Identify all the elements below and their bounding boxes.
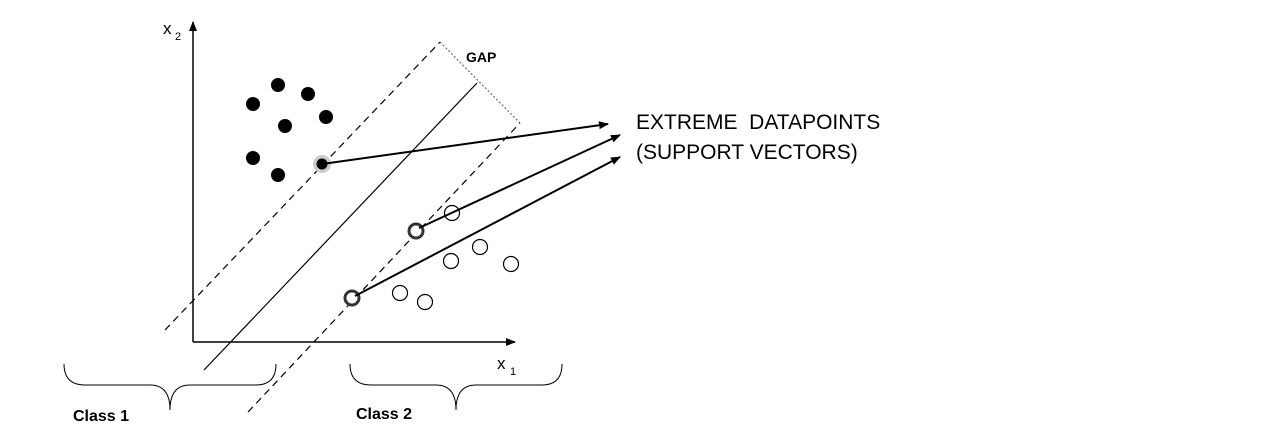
support-vector-arrows: [321, 121, 621, 297]
class1-point: [278, 119, 292, 133]
class2-points: [343, 204, 520, 311]
x-axis-subscript: 1: [510, 366, 516, 378]
class1-point: [271, 78, 285, 92]
class2-point: [391, 284, 409, 302]
class2-point: [442, 252, 460, 270]
class2-point: [471, 238, 489, 256]
annotation-line-2: (SUPPORT VECTORS): [636, 141, 858, 164]
arrow: [418, 134, 621, 229]
x-axis-label: x: [497, 354, 506, 373]
class2-support-vector: [343, 289, 361, 307]
arrow: [321, 121, 609, 165]
lower-margin-line: [247, 122, 521, 413]
class1-point: [246, 97, 260, 111]
class2-label: Class 2: [356, 406, 412, 423]
class1-point: [301, 87, 315, 101]
class1-brace: [63, 363, 277, 411]
class1-label: Class 1: [73, 408, 129, 425]
upper-margin-line: [164, 41, 441, 331]
y-axis-label: x: [163, 19, 172, 38]
class1-point: [246, 151, 260, 165]
class2-brace: [349, 363, 563, 411]
arrow: [354, 156, 621, 297]
class1-point: [319, 110, 333, 124]
y-axis-subscript: 2: [175, 31, 181, 43]
gap-label: GAP: [466, 49, 496, 65]
axes: [189, 21, 516, 346]
class1-points: [246, 78, 333, 182]
class2-point: [416, 293, 434, 311]
class1-point: [271, 168, 285, 182]
gap-indicator: [439, 41, 521, 124]
annotation-line-1: EXTREME DATAPOINTS: [636, 111, 880, 134]
decision-boundary: [203, 82, 478, 371]
class2-point: [502, 255, 520, 273]
